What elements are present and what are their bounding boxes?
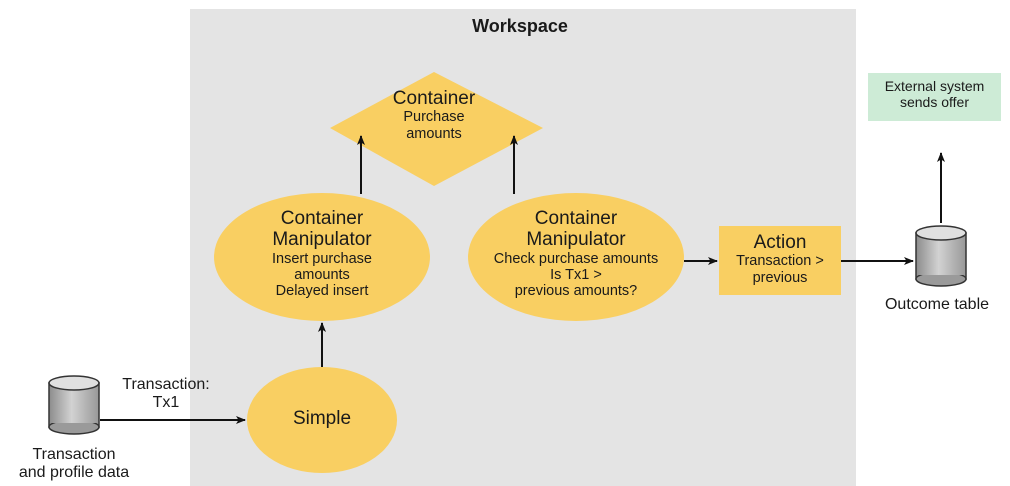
manipulator-right-node bbox=[468, 193, 684, 321]
container-title: Container bbox=[392, 88, 476, 109]
action-line-1: Transaction > bbox=[736, 253, 824, 270]
external-line-2: sends offer bbox=[899, 93, 969, 110]
simple-node bbox=[247, 367, 397, 473]
source-db-caption: Transaction and profile data bbox=[4, 446, 144, 482]
manipulator-right-title-1: Container bbox=[534, 208, 618, 229]
source-db-caption-2: and profile data bbox=[18, 463, 130, 481]
simple-label: Simple bbox=[292, 408, 352, 429]
action-label: Action Transaction > previous bbox=[719, 232, 841, 286]
manipulator-right-line-2: Is Tx1 > bbox=[550, 266, 602, 283]
container-node bbox=[330, 72, 543, 186]
source-db-caption-1: Transaction bbox=[32, 446, 116, 463]
container-line-2: amounts bbox=[406, 125, 462, 142]
container-label: Container Purchase amounts bbox=[359, 88, 509, 142]
edge-label-line-1: Transaction: bbox=[122, 376, 210, 393]
manipulator-left-title-2: Manipulator bbox=[272, 229, 372, 251]
manipulator-left-line-1: Insert purchase bbox=[272, 250, 372, 267]
manipulator-right-label: Container Manipulator Check purchase amo… bbox=[466, 208, 686, 299]
edge-label-transaction: Transaction: Tx1 bbox=[106, 376, 226, 412]
action-title: Action bbox=[753, 232, 807, 253]
manipulator-left-line-3: Delayed insert bbox=[275, 283, 369, 299]
manipulator-right-title-2: Manipulator bbox=[526, 229, 626, 251]
manipulator-right-line-1: Check purchase amounts bbox=[493, 250, 659, 267]
external-system-node bbox=[868, 73, 1001, 121]
external-system-label: External system sends offer bbox=[868, 78, 1001, 110]
workspace-title: Workspace bbox=[472, 16, 568, 36]
manipulator-left-line-2: amounts bbox=[294, 266, 350, 283]
container-line-1: Purchase bbox=[403, 109, 465, 126]
edge-label-line-2: Tx1 bbox=[152, 393, 180, 411]
external-line-1: External system bbox=[884, 78, 985, 94]
outcome-database-icon bbox=[915, 225, 967, 287]
action-line-2: previous bbox=[752, 269, 808, 286]
manipulator-left-node bbox=[214, 193, 430, 321]
source-database-icon bbox=[48, 375, 100, 435]
manipulator-right-line-3: previous amounts? bbox=[514, 283, 638, 299]
action-node bbox=[719, 226, 841, 295]
manipulator-left-title-1: Container bbox=[280, 208, 364, 229]
manipulator-left-label: Container Manipulator Insert purchase am… bbox=[222, 208, 422, 299]
outcome-db-caption: Outcome table bbox=[884, 296, 990, 313]
